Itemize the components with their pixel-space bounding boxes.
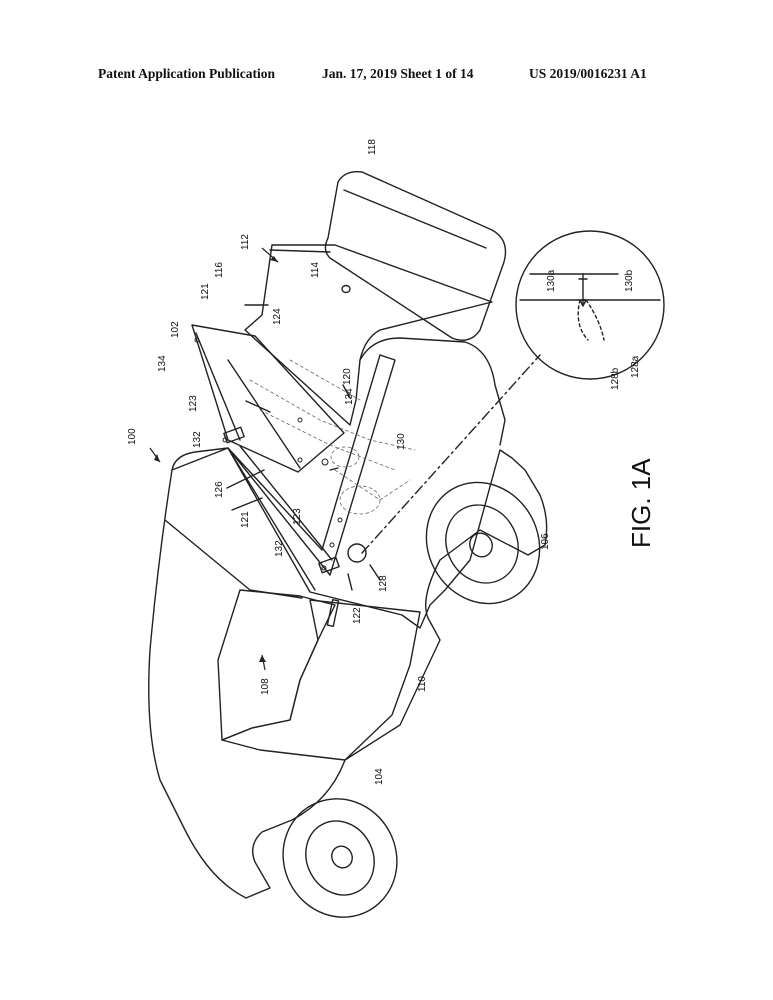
label-123-bottom: 123: [292, 508, 303, 525]
label-112: 112: [240, 234, 251, 250]
front-wheel-rim: [305, 820, 375, 896]
label-124: 124: [272, 308, 283, 325]
front-wheel-hub: [331, 845, 353, 869]
rear-fender: [359, 337, 506, 446]
fastener-dots: [194, 337, 343, 571]
patent-number: US 2019/0016231 A1: [529, 66, 647, 81]
tailgate-inner-edge: [343, 189, 487, 249]
rear-wheel-hub: [469, 532, 493, 558]
label-130: 130: [396, 433, 407, 450]
divider-inner: [227, 359, 301, 469]
detail-arrowhead: [579, 299, 587, 307]
label-116: 116: [214, 262, 225, 278]
detail-hidden: [577, 299, 605, 341]
label-121-bottom: 121: [240, 511, 251, 528]
rail-edge: [239, 445, 333, 561]
connector-circle: [347, 543, 367, 563]
label-121-top: 121: [200, 283, 211, 300]
door-handle: [326, 598, 340, 628]
label-134-top: 134: [157, 355, 168, 372]
label-114: 114: [310, 262, 321, 278]
detail-pin: [578, 273, 588, 306]
label-128b: 128b: [610, 367, 621, 390]
label-120: 120: [342, 368, 353, 385]
label-104: 104: [374, 768, 385, 785]
divider-panel: [191, 324, 345, 473]
rear-wheel: [425, 481, 541, 605]
label-100: 100: [127, 428, 138, 445]
bed-side-panel: [244, 244, 493, 426]
detail-callout: [515, 230, 665, 380]
divider-top-edge: [195, 332, 241, 441]
rear-wheel-rim: [445, 504, 519, 584]
date-and-sheet: Jan. 17, 2019 Sheet 1 of 14: [322, 66, 474, 81]
door-window: [217, 589, 336, 741]
bracket-lower: [318, 556, 340, 574]
figure-caption: FIG. 1A: [626, 458, 656, 548]
label-108: 108: [260, 678, 271, 695]
page-header: Patent Application Publication Jan. 17, …: [0, 66, 773, 86]
callout-leader: [361, 354, 541, 554]
label-132-top: 132: [192, 431, 203, 448]
label-132-bottom: 132: [274, 540, 285, 557]
label-122: 122: [352, 607, 363, 624]
body-crease: [164, 519, 303, 599]
panel-hole: [341, 284, 351, 294]
side-rail: [227, 354, 396, 576]
bed-panel-top: [269, 249, 331, 253]
label-134-bottom: 134: [344, 388, 355, 405]
label-102: 102: [170, 321, 181, 338]
label-110: 110: [417, 676, 428, 692]
label-106: 106: [540, 533, 551, 550]
front-wheel: [282, 798, 398, 918]
label-128a: 128a: [630, 355, 641, 378]
label-126: 126: [214, 481, 225, 498]
label-130a: 130a: [546, 269, 557, 292]
label-128: 128: [378, 575, 389, 592]
label-130b: 130b: [624, 269, 635, 292]
reference-labels: 100 102 104 106 108 110 112 114 116 118 …: [127, 139, 656, 785]
label-123-top: 123: [188, 395, 199, 412]
tailgate-panel: [324, 171, 507, 341]
publication-title: Patent Application Publication: [98, 66, 276, 81]
label-118: 118: [367, 139, 378, 155]
door-panel: [221, 599, 421, 761]
